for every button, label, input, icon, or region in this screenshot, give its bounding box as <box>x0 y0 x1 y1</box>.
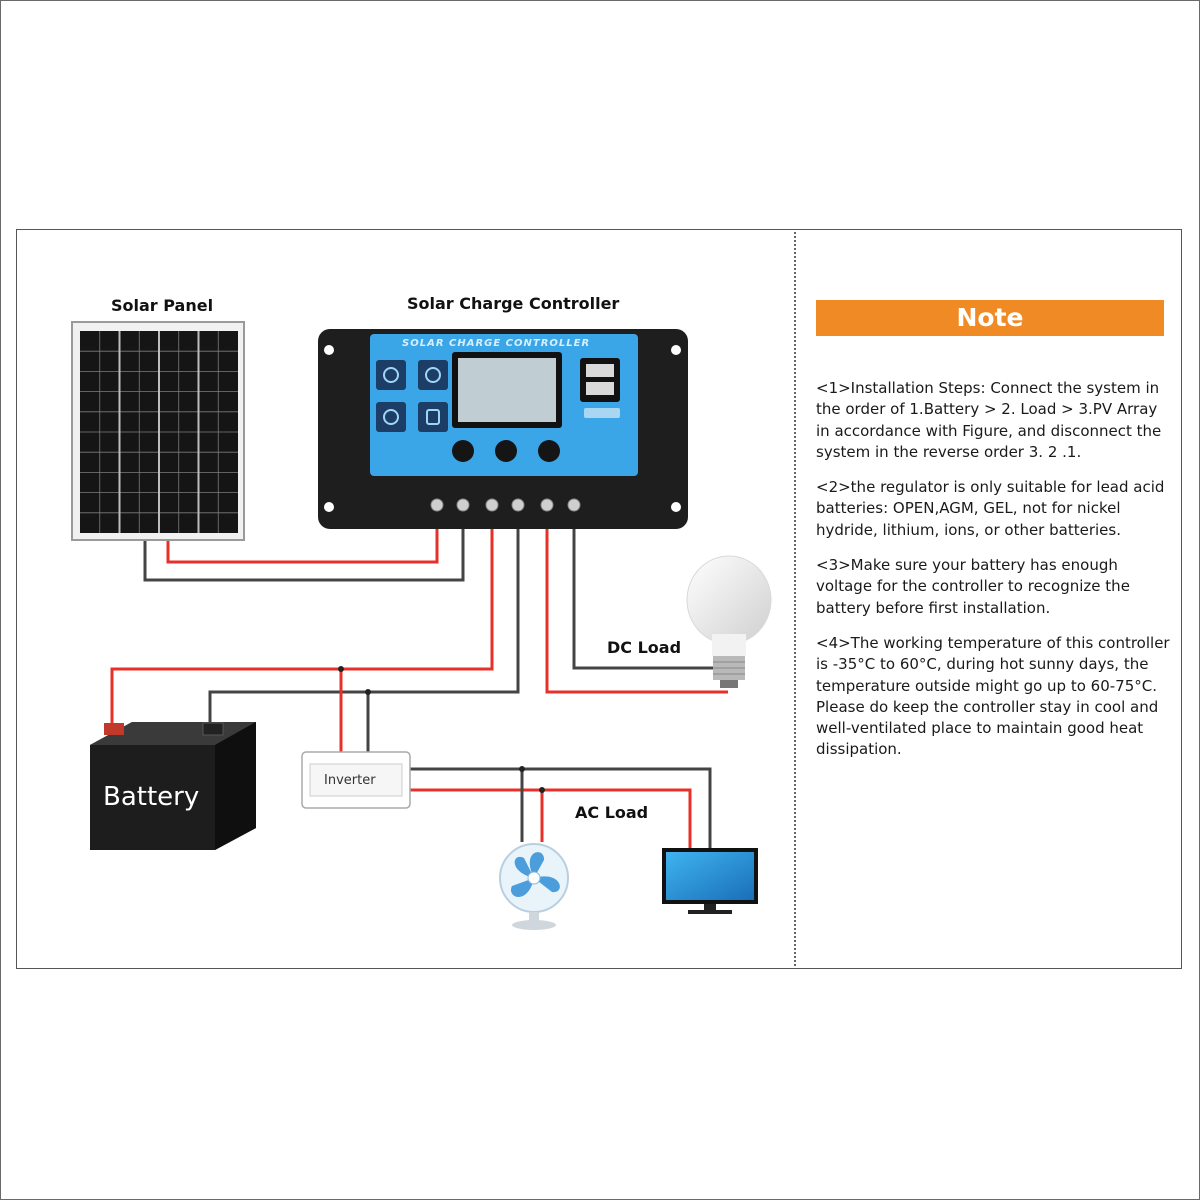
junction-dots <box>338 666 545 793</box>
note-body: <1>Installation Steps: Connect the syste… <box>816 378 1172 775</box>
note-paragraph-3: <3>Make sure your battery has enough vol… <box>816 556 1130 617</box>
note-paragraph-1: <1>Installation Steps: Connect the syste… <box>816 379 1162 461</box>
pv-positive-wire <box>166 520 439 564</box>
controller-face-label: SOLAR CHARGE CONTROLLER <box>402 338 591 349</box>
light-bulb-icon <box>686 555 772 688</box>
inverter-icon <box>301 751 411 809</box>
note-paragraph-4: <4>The working temperature of this contr… <box>816 633 1170 759</box>
dc-load-label: DC Load <box>607 638 682 657</box>
solar-panel-label: Solar Panel <box>111 296 214 315</box>
controller-label: Solar Charge Controller <box>407 294 620 313</box>
solar-panel-icon <box>71 321 245 541</box>
battery-negative-wire <box>208 520 520 730</box>
battery-icon <box>90 722 256 850</box>
battery-label: Battery <box>103 782 200 812</box>
dc-positive-wire <box>545 520 728 694</box>
note-header: Note <box>816 300 1164 336</box>
pv-negative-wire <box>143 520 465 582</box>
dotted-divider <box>794 232 796 966</box>
ac-red-wire <box>408 788 692 848</box>
dc-negative-wire <box>572 520 715 670</box>
charge-controller-icon <box>318 329 688 529</box>
monitor-icon <box>662 848 758 914</box>
inverter-label: Inverter <box>324 773 376 788</box>
battery-positive-wire <box>110 520 494 730</box>
ac-load-label: AC Load <box>575 803 649 822</box>
note-paragraph-2: <2>the regulator is only suitable for le… <box>816 478 1165 539</box>
wires <box>110 520 728 848</box>
fan-icon <box>499 843 569 930</box>
diagram-frame <box>16 229 1182 969</box>
ac-black-wire <box>408 767 712 848</box>
